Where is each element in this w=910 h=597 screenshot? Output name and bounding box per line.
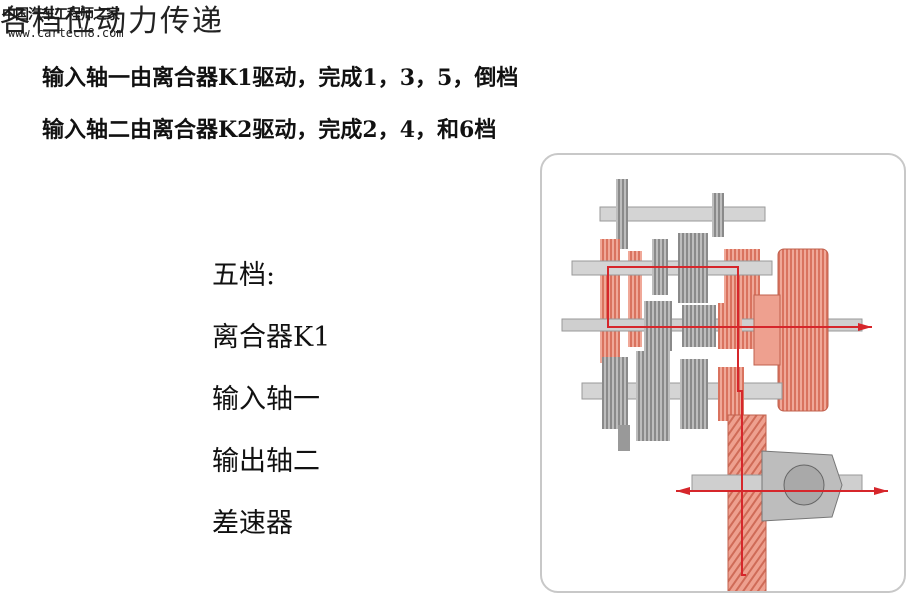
output-shaft-two bbox=[581, 351, 783, 451]
gear-path-item-clutch: 离合器K1 bbox=[212, 322, 331, 353]
final-drive-gear bbox=[727, 414, 767, 591]
gear-path-item-output-shaft: 输出轴二 bbox=[212, 446, 320, 477]
gear-path-item-gear: 五档: bbox=[212, 260, 276, 291]
transmission-diagram-frame bbox=[540, 153, 906, 593]
page-title: 各档位动力传递 bbox=[0, 4, 224, 39]
description-line-2: 输入轴二由离合器K2驱动，完成2，4，和6档 bbox=[42, 117, 497, 143]
watermark-text: 中国汽车工程师之家 bbox=[2, 7, 120, 23]
gear-path-list: 五档: 离合器K1 输入轴一 输出轴二 差速器 bbox=[212, 258, 330, 568]
gear-path-item-differential: 差速器 bbox=[212, 508, 293, 539]
gear-path-item-input-shaft: 输入轴一 bbox=[212, 384, 320, 415]
description-line-1: 输入轴一由离合器K1驱动，完成1，3，5，倒档 bbox=[42, 65, 519, 91]
clutch-k1 bbox=[753, 248, 829, 412]
transmission-diagram bbox=[561, 179, 888, 591]
arrow-head-left bbox=[676, 487, 690, 495]
watermark-url: www.cartech8.com bbox=[8, 26, 124, 40]
arrow-head-input bbox=[858, 323, 872, 331]
differential bbox=[691, 450, 863, 522]
arrow-head-right bbox=[874, 487, 888, 495]
reverse-shaft bbox=[599, 179, 766, 249]
